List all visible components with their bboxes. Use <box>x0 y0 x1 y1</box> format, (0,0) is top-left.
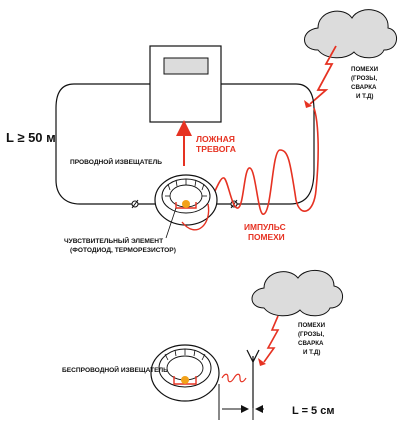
wired-detector <box>154 174 218 231</box>
distance-label: L = 5 см <box>292 405 335 417</box>
wireless-detector <box>150 344 220 402</box>
distance-dimension <box>218 384 264 420</box>
lightning-bolt-icon <box>258 315 280 366</box>
cloud-icon <box>251 270 343 317</box>
antenna-icon <box>246 349 260 408</box>
control-panel <box>149 45 222 123</box>
sensing-label-2: (ФОТОДИОД, ТЕРМОРЕЗИСТОР) <box>70 247 176 254</box>
impulse-label-2: ПОМЕХИ <box>248 232 285 242</box>
false-alarm-label-1: ЛОЖНАЯ <box>196 134 235 144</box>
noise-label-2: (ГРОЗЫ, <box>351 75 377 82</box>
wire-loop <box>55 83 315 209</box>
wireless-detector-label: БЕСПРОВОДНОЙ ИЗВЕЩАТЕЛЬ <box>62 365 168 374</box>
bottom-noise-label-1: ПОМЕХИ <box>298 322 326 329</box>
bottom-noise-label-3: СВАРКА <box>298 340 324 347</box>
bottom-noise-label-2: (ГРОЗЫ, <box>298 331 324 338</box>
sensing-element-icon <box>175 200 197 209</box>
wired-detector-label: ПРОВОДНОЙ ИЗВЕЩАТЕЛЬ <box>70 157 162 166</box>
noise-label-4: И Т.Д) <box>356 93 373 100</box>
sensing-label-1: ЧУВСТВИТЕЛЬНЫЙ ЭЛЕМЕНТ <box>64 236 163 245</box>
impulse-label-1: ИМПУЛЬС <box>244 222 286 232</box>
sensing-element-icon <box>173 376 197 385</box>
false-alarm-label-2: ТРЕВОГА <box>196 144 236 154</box>
lightning-bolt-icon <box>304 45 337 108</box>
cloud-icon <box>304 9 397 59</box>
length-label: L ≥ 50 м <box>6 130 56 145</box>
noise-label-3: СВАРКА <box>351 84 377 91</box>
bottom-noise-label-4: И Т.Д) <box>303 349 320 356</box>
impulse-wave <box>207 107 319 215</box>
interference-coil <box>221 373 247 383</box>
noise-label-1: ПОМЕХИ <box>351 66 379 73</box>
